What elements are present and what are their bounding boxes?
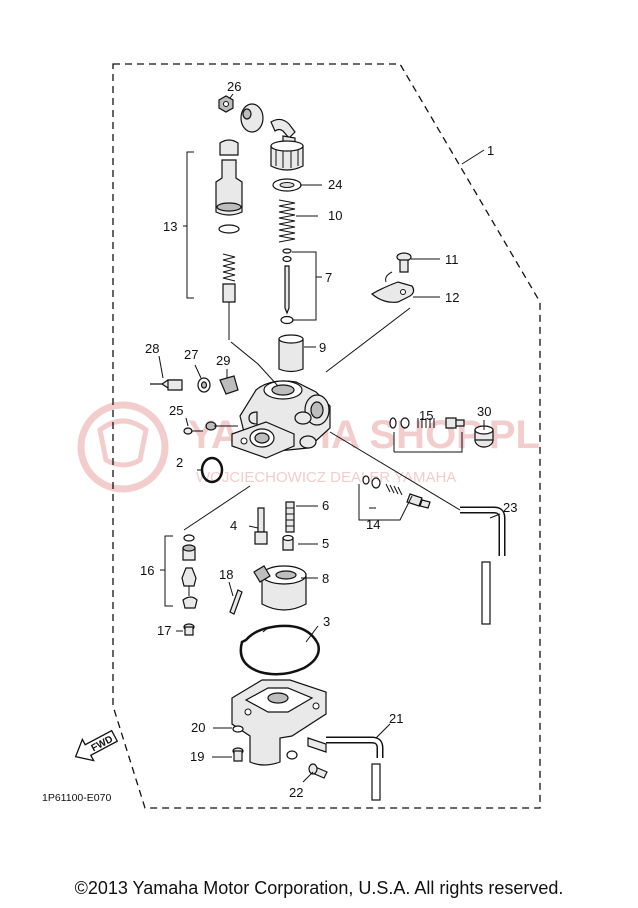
callout-numbers: 1 2 3 4 5 6 7 8 9 10 11 12 13 14 15 16 1… bbox=[140, 79, 517, 800]
part-8-float bbox=[253, 565, 307, 611]
part-9-throttle-valve bbox=[278, 334, 304, 373]
callout-19: 19 bbox=[190, 749, 204, 764]
part-28-air-screw bbox=[150, 379, 183, 391]
carburetor-body bbox=[231, 380, 331, 459]
callout-3: 3 bbox=[323, 614, 330, 629]
part-14-screw-set bbox=[362, 475, 431, 509]
callout-17: 17 bbox=[157, 623, 171, 638]
part-7-jet-needle bbox=[280, 248, 294, 325]
callout-25: 25 bbox=[169, 403, 183, 418]
part-17-screw bbox=[183, 623, 195, 636]
copyright-notice: ©2013 Yamaha Motor Corporation, U.S.A. A… bbox=[74, 878, 564, 898]
callout-20: 20 bbox=[191, 720, 205, 735]
fwd-arrow-icon: FWD bbox=[74, 729, 119, 762]
fwd-label: FWD bbox=[90, 734, 115, 754]
callout-29: 29 bbox=[216, 353, 230, 368]
callout-5: 5 bbox=[322, 536, 329, 551]
part-20-washer bbox=[232, 725, 244, 733]
part-6-needle-jet bbox=[285, 501, 295, 533]
part-19-screw bbox=[232, 747, 244, 762]
part-5-pilot-jet bbox=[282, 534, 294, 551]
part-21-drain-tube bbox=[326, 736, 384, 801]
part-3-float-chamber-gasket bbox=[239, 624, 320, 676]
callout-23: 23 bbox=[503, 500, 517, 515]
callout-14: 14 bbox=[366, 517, 380, 532]
part-4-main-jet bbox=[254, 507, 268, 545]
callout-13: 13 bbox=[163, 219, 177, 234]
callout-18: 18 bbox=[219, 567, 233, 582]
part-18-float-pin bbox=[229, 589, 243, 615]
part-22-drain-screw bbox=[286, 750, 328, 779]
callout-9: 9 bbox=[319, 340, 326, 355]
part-11-screw bbox=[396, 252, 412, 273]
callout-24: 24 bbox=[328, 177, 342, 192]
callout-28: 28 bbox=[145, 341, 159, 356]
callout-27: 27 bbox=[184, 347, 198, 362]
part-13-starter-plunger bbox=[215, 139, 243, 340]
assembly-boundary bbox=[112, 63, 541, 809]
callout-26: 26 bbox=[227, 79, 241, 94]
callout-2: 2 bbox=[176, 455, 183, 470]
callout-30: 30 bbox=[477, 404, 491, 419]
part-29-clip bbox=[219, 375, 239, 395]
callout-10: 10 bbox=[328, 208, 342, 223]
float-chamber-bowl bbox=[231, 679, 327, 766]
callout-8: 8 bbox=[322, 571, 329, 586]
diagram-code: 1P61100-E070 bbox=[42, 792, 111, 804]
part-26-nut-cap bbox=[218, 95, 264, 133]
callout-12: 12 bbox=[445, 290, 459, 305]
callout-16: 16 bbox=[140, 563, 154, 578]
callout-4: 4 bbox=[230, 518, 237, 533]
watermark-logo-icon bbox=[77, 401, 169, 493]
callout-6: 6 bbox=[322, 498, 329, 513]
part-16-float-valve-set bbox=[181, 534, 198, 609]
callout-11: 11 bbox=[445, 252, 459, 267]
callout-7: 7 bbox=[325, 270, 332, 285]
part-25-screw bbox=[183, 427, 203, 435]
callout-22: 22 bbox=[289, 785, 303, 800]
watermark-tagline: WOJCIECHOWICZ DEALER YAMAHA bbox=[196, 469, 456, 486]
part-27-spring bbox=[197, 377, 211, 393]
part-23-tube bbox=[460, 506, 506, 625]
leader-lines bbox=[158, 93, 501, 783]
part-30-cap bbox=[474, 425, 494, 448]
callout-1: 1 bbox=[487, 143, 494, 158]
part-15-pilot-screw-set bbox=[389, 417, 465, 429]
part-12-throttle-bracket bbox=[370, 271, 415, 303]
callout-21: 21 bbox=[389, 711, 403, 726]
callout-15: 15 bbox=[419, 408, 433, 423]
carb-top-cap bbox=[270, 118, 304, 171]
part-10-spring bbox=[278, 199, 296, 243]
